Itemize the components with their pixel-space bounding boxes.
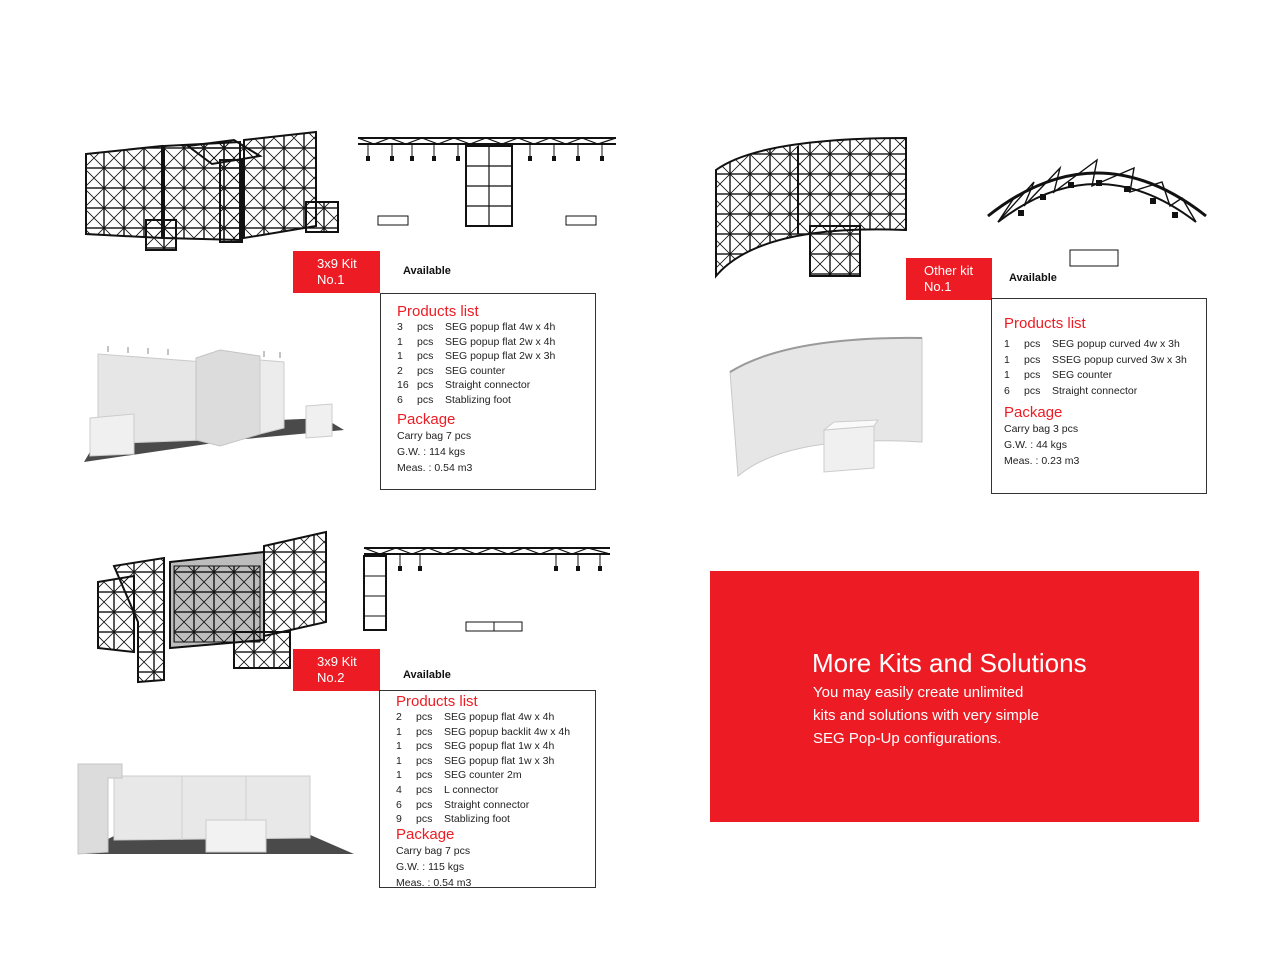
promo-line-2: kits and solutions with very simple — [813, 707, 1039, 724]
kit1-package-measure: Meas. : 0.54 m3 — [397, 461, 473, 474]
kit2-render — [77, 763, 354, 855]
kit3-products-title: Products list — [1004, 315, 1086, 332]
kit2-availability: Available — [403, 669, 451, 681]
kit3-frame-perspective — [715, 136, 907, 279]
kit1-availability: Available — [403, 265, 451, 277]
kit1-render — [84, 346, 344, 462]
kit1-frame-plan — [357, 137, 617, 227]
kit3-availability: Available — [1009, 272, 1057, 284]
kit3-package-weight: G.W. : 44 kgs — [1004, 439, 1068, 451]
kit2-frame-perspective — [97, 530, 327, 684]
kit1-products-title: Products list — [397, 303, 479, 320]
kit3-package-title: Package — [1004, 404, 1063, 421]
kit3-tag-line1: Other kit — [924, 263, 974, 278]
kit1-tag-line2: No.1 — [317, 272, 345, 287]
promo-title: More Kits and Solutions — [812, 648, 1087, 678]
kit2-frame-plan — [363, 547, 611, 632]
kit3-tag-line2: No.1 — [924, 279, 952, 294]
kit1-package-title: Package — [397, 410, 456, 428]
promo-line-1: You may easily create unlimited — [813, 684, 1024, 701]
promo-line-3: SEG Pop-Up configurations. — [813, 730, 1002, 747]
kit3-tag: Other kit No.1 — [906, 258, 992, 300]
promo-text: You may easily create unlimited kits and… — [813, 681, 1143, 750]
kit2-package-title: Package — [396, 825, 455, 843]
kit2-products-title: Products list — [396, 693, 478, 710]
kit1-frame-perspective — [85, 130, 339, 251]
kit1-tag-line1: 3x9 Kit — [317, 256, 357, 271]
kit1-tag: 3x9 Kit No.1 — [293, 251, 380, 293]
kit2-tag: 3x9 Kit No.2 — [293, 649, 380, 691]
kit2-tag-line2: No.2 — [317, 670, 345, 685]
kit3-package-measure: Meas. : 0.23 m3 — [1004, 455, 1080, 467]
kit2-package-weight: G.W. : 115 kgs — [396, 860, 465, 873]
kit1-package-bag: Carry bag 7 pcs — [397, 429, 472, 442]
kit1-package-weight: G.W. : 114 kgs — [397, 445, 466, 458]
kit3-frame-plan — [987, 158, 1207, 267]
kit2-package-bag: Carry bag 7 pcs — [396, 844, 471, 857]
kit3-render — [729, 336, 923, 478]
kit3-package-bag: Carry bag 3 pcs — [1004, 423, 1079, 435]
kit2-tag-line1: 3x9 Kit — [317, 654, 357, 669]
kit2-package-measure: Meas. : 0.54 m3 — [396, 876, 472, 889]
promo-banner: More Kits and Solutions You may easily c… — [710, 571, 1199, 822]
